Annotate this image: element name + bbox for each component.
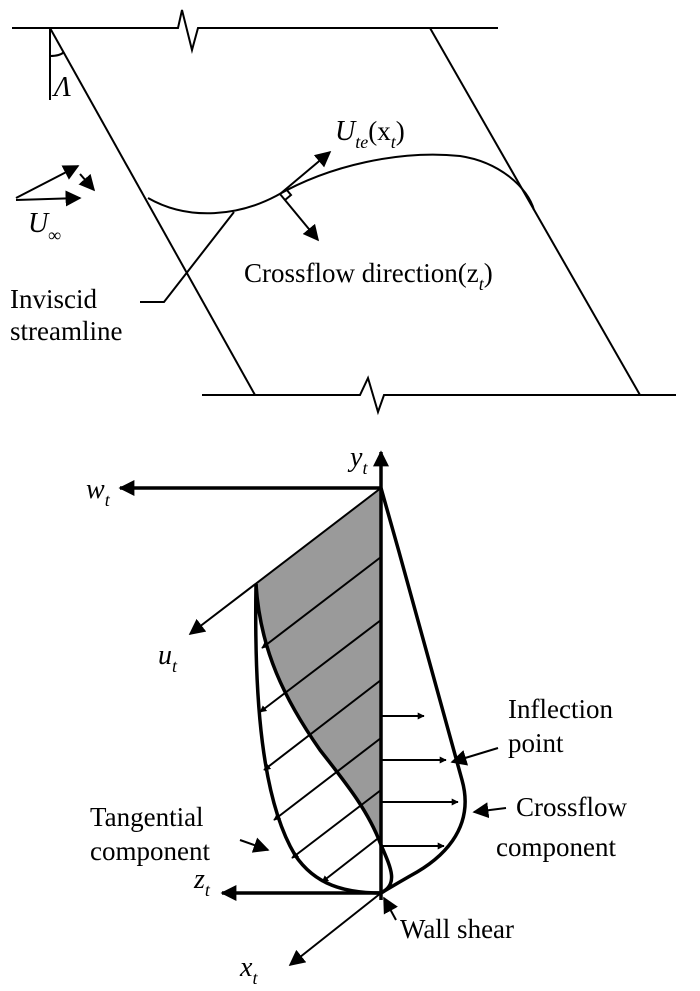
crossflow-profile-curve	[379, 487, 467, 895]
wall-shear-pointer	[383, 896, 398, 921]
streamline-leader	[140, 211, 235, 303]
crossflow-small-arrow	[78, 173, 96, 192]
inflection-pointer	[450, 747, 499, 766]
swept-wing-panel: Λ U∞ Ute(xt) Crossflow direction(zt) Inv…	[10, 9, 676, 416]
inviscid-streamline	[147, 153, 535, 215]
freestream-arrow	[15, 190, 82, 207]
edge-velocity-arrow	[279, 150, 332, 195]
crossflow-arrows	[381, 712, 459, 850]
wing-right-edge	[429, 27, 641, 396]
tangential-pointer	[239, 837, 270, 853]
tangential-arrows	[259, 556, 382, 883]
crossflow-label-line2: component	[496, 832, 616, 862]
u-axis	[188, 487, 382, 635]
right-angle-mark	[284, 188, 293, 201]
w-axis-label: wt	[86, 474, 111, 510]
streamline-label-line2: streamline	[10, 316, 122, 346]
tangential-label-line2: component	[90, 836, 210, 866]
inflection-label-line1: Inflection	[508, 694, 613, 724]
tangential-label-line1: Tangential	[90, 802, 204, 832]
streamline-label-line1: Inviscid	[10, 284, 97, 314]
tangential-profile-curve	[253, 583, 382, 895]
sweep-angle-arc	[49, 51, 65, 57]
wall-shear-label: Wall shear	[400, 914, 514, 944]
x-axis	[288, 892, 382, 966]
u-axis-label: ut	[158, 640, 178, 676]
z-axis-label: zt	[193, 864, 211, 900]
inflection-label-line2: point	[508, 728, 564, 758]
sweep-angle-label: Λ	[51, 72, 71, 103]
trailing-edge-line	[202, 375, 676, 416]
x-axis-label: xt	[239, 952, 258, 988]
y-axis-label: yt	[347, 442, 368, 478]
crossflow-direction-arrow	[279, 193, 320, 242]
edge-velocity-label: Ute(xt)	[335, 116, 405, 152]
leading-edge-line	[12, 9, 498, 54]
crossflow-direction-label: Crossflow direction(zt)	[244, 258, 493, 294]
crossflow-pointer	[472, 802, 507, 819]
freestream-oblique-arrow	[15, 165, 80, 199]
crossflow-label-line1: Crossflow	[516, 792, 628, 822]
wing-left-edge	[49, 27, 256, 396]
freestream-label: U∞	[28, 208, 61, 245]
boundary-layer-profile: yt wt ut zt xt Inflection point Crossflo…	[86, 442, 628, 988]
